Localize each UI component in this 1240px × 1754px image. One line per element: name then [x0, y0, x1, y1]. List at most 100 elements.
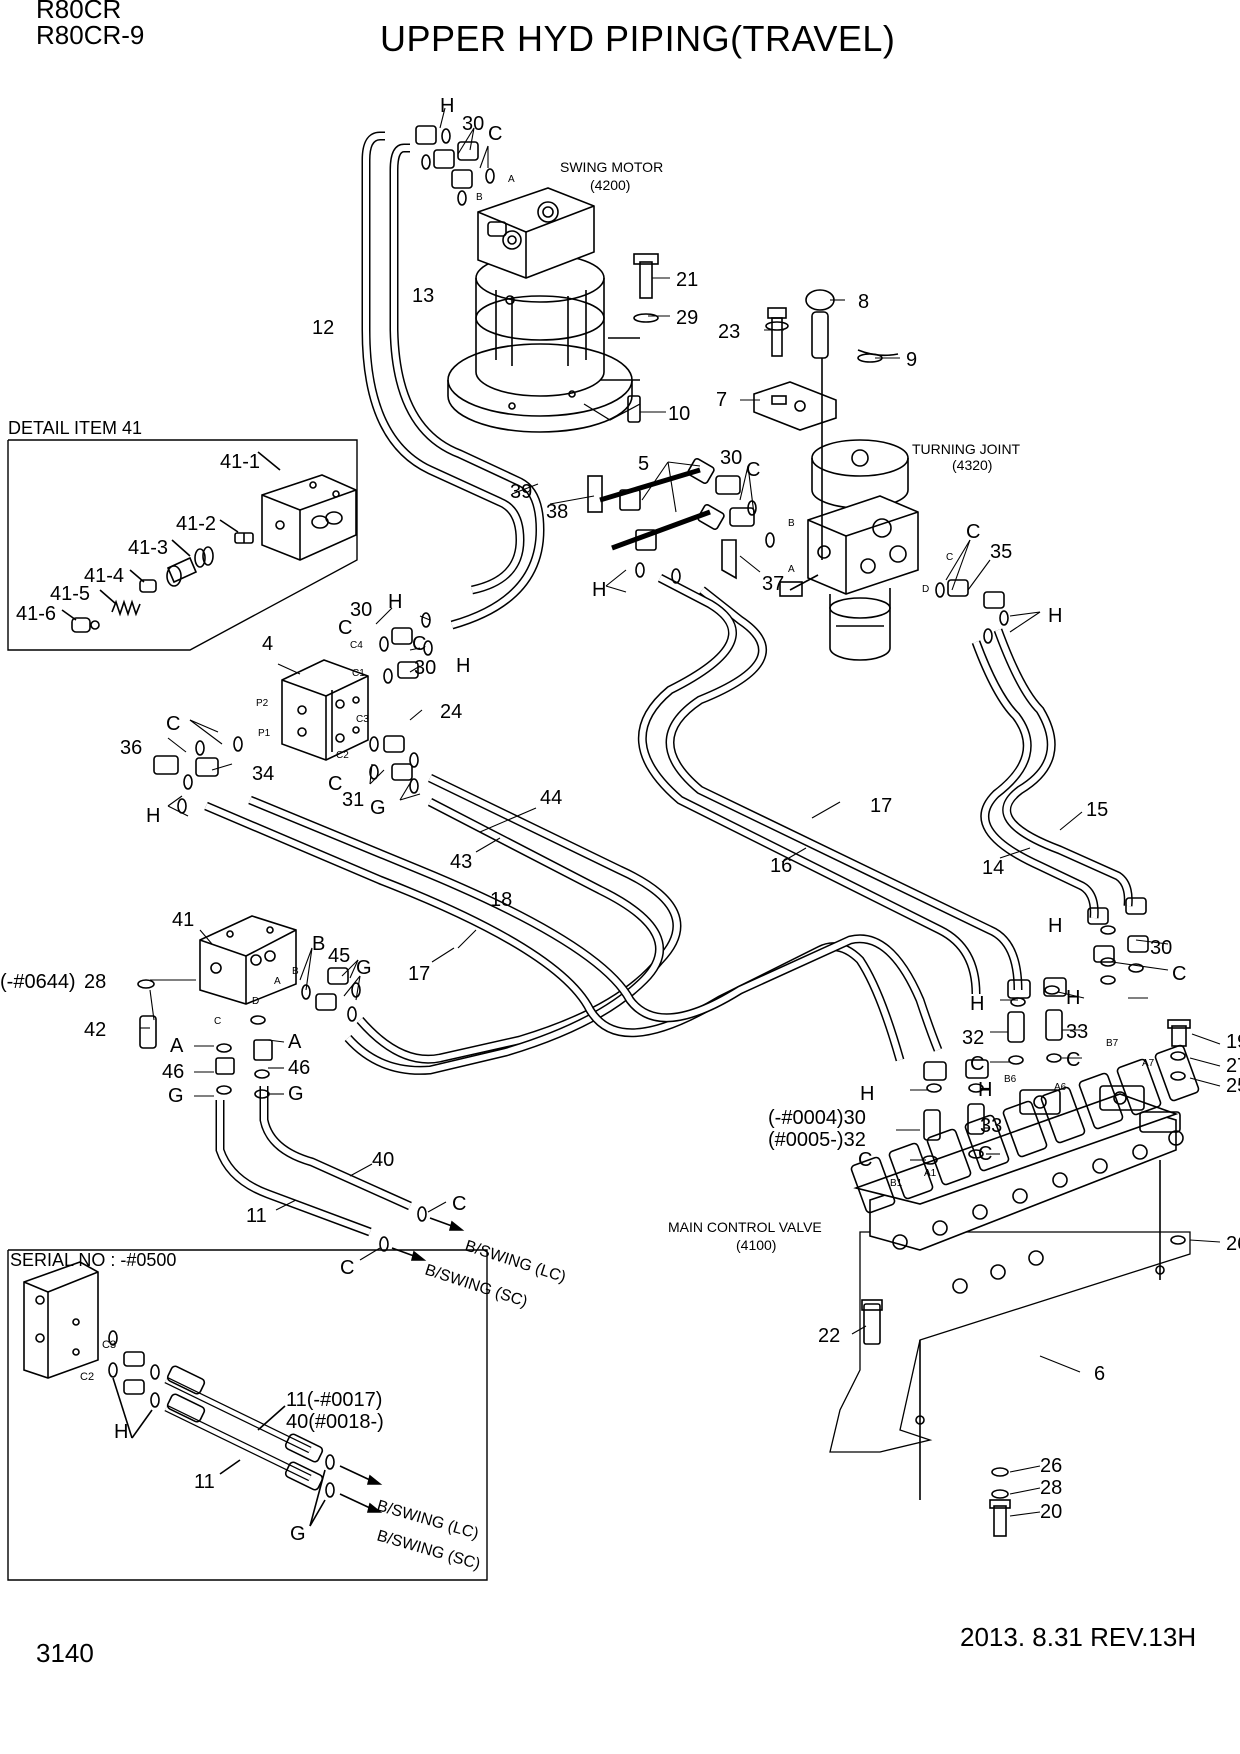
callout-42: 42: [84, 1019, 106, 1041]
callout-37: 37: [762, 573, 784, 595]
callout-33-lower: 33: [980, 1115, 1002, 1137]
hose-14-15: [971, 628, 1133, 919]
detail-callout-41-3: 41-3: [128, 537, 168, 559]
callout-30-block4: 30: [350, 599, 372, 621]
callout-11: 11: [246, 1205, 267, 1227]
callout-38: 38: [546, 501, 568, 523]
port-code-a7: A7: [1142, 1058, 1155, 1069]
turning-joint-label: TURNING JOINT: [912, 441, 1021, 457]
port-code-c2: C2: [336, 750, 349, 761]
main-control-valve: [829, 1044, 1200, 1500]
serial-callout-11: 11(-#0017): [286, 1389, 382, 1411]
port-a-right: A: [288, 1031, 302, 1053]
hose-11-40: [215, 1086, 412, 1237]
serial-port-g: G: [290, 1523, 306, 1545]
port-h-joint: H: [1048, 605, 1062, 627]
valve-block-4: [281, 659, 369, 761]
callout-32-serial: (#0005-)32: [768, 1129, 866, 1151]
bracket-and-pin: [627, 253, 899, 560]
port-h-mcv2: H: [1066, 987, 1080, 1009]
port-code-b7: B7: [1106, 1038, 1119, 1049]
callout-5: 5: [638, 453, 649, 475]
port-c-top: C: [488, 123, 502, 145]
callout-32: 32: [962, 1027, 984, 1049]
callout-36: 36: [120, 737, 142, 759]
swing-motor-label: SWING MOTOR: [560, 159, 663, 175]
detail-spring-41-5: [111, 599, 141, 617]
port-c-hose40: C: [452, 1193, 466, 1215]
port-a-joint: A: [788, 564, 795, 575]
port-c-mcv2: C: [1066, 1049, 1080, 1071]
detail-item-41-box: [7, 439, 358, 651]
port-c-mcv4: C: [978, 1143, 992, 1165]
port-g-left: G: [168, 1085, 184, 1107]
callout-46-right: 46: [288, 1057, 310, 1079]
callout-45: 45: [328, 945, 350, 967]
port-h-mcv4: H: [978, 1079, 992, 1101]
callout-9: 9: [906, 349, 917, 371]
callout-22: 22: [818, 1325, 840, 1347]
detail-callout-41-6: 41-6: [16, 603, 56, 625]
callout-30-block4b: 30: [414, 657, 436, 679]
callout-33-upper: 33: [1066, 1021, 1088, 1043]
port-c-right: C: [1172, 963, 1186, 985]
port-h-block4b: H: [456, 655, 470, 677]
port-a-41-small: A: [274, 976, 281, 987]
detail-item-41-title: DETAIL ITEM 41: [8, 418, 142, 438]
port-h-right: H: [1048, 915, 1062, 937]
swing-motor: [447, 187, 641, 433]
callout-34: 34: [252, 763, 274, 785]
detail-callout-41-5: 41-5: [50, 583, 90, 605]
callout-13: 13: [412, 285, 434, 307]
callout-4: 4: [262, 633, 273, 655]
callout-28-lower: 28: [1040, 1477, 1062, 1499]
callout-12: 12: [312, 317, 334, 339]
model-number: R80CR: [36, 0, 122, 24]
port-code-b6: B6: [1004, 1074, 1017, 1085]
callout-19: 19: [1226, 1031, 1240, 1053]
callout-28-serial: (-#0644): [0, 971, 76, 993]
port-b-41-small: B: [292, 966, 299, 977]
port-h-mcv3: H: [860, 1083, 874, 1105]
callout-43: 43: [450, 851, 472, 873]
port-code-b1: B1: [890, 1178, 903, 1189]
port-h-mid: H: [592, 579, 606, 601]
port-c-joint: C: [966, 521, 980, 543]
page-number: 3140: [36, 1638, 94, 1668]
callout-18: 18: [490, 889, 512, 911]
turning-joint: [779, 439, 919, 661]
port-b-41: B: [312, 933, 325, 955]
callout-6: 6: [1094, 1363, 1105, 1385]
swing-motor-code: (4200): [590, 177, 630, 193]
port-g-right: G: [288, 1083, 304, 1105]
port-code-c1: C1: [352, 668, 365, 679]
callout-30-mid: 30: [720, 447, 742, 469]
port-code-a1: A1: [924, 1168, 937, 1179]
port-c-41-small: C: [214, 1016, 221, 1027]
callout-31: 31: [342, 789, 364, 811]
turning-joint-code: (4320): [952, 457, 992, 473]
port-c-mcv1: C: [970, 1053, 984, 1075]
detail-callout-41-1: 41-1: [220, 451, 260, 473]
callout-8: 8: [858, 291, 869, 313]
revision-date: 2013. 8.31 REV.13H: [960, 1622, 1197, 1652]
callout-44: 44: [540, 787, 562, 809]
port-h-block4: H: [388, 591, 402, 613]
fittings: [137, 125, 1191, 1537]
leader-lines: [140, 107, 1221, 1517]
detail-callout-41-4: 41-4: [84, 565, 124, 587]
port-c-block4b: C: [412, 633, 426, 655]
detail-part-41-2: [234, 532, 254, 544]
serial-block: [23, 1261, 99, 1379]
callout-21: 21: [676, 269, 698, 291]
hose-13: [389, 143, 545, 630]
port-d-joint: D: [922, 584, 929, 595]
port-h-mcv1: H: [970, 993, 984, 1015]
port-code-c3: C3: [356, 714, 369, 725]
callout-27: 27: [1226, 1055, 1240, 1077]
port-b-motor: B: [476, 192, 483, 203]
callout-14: 14: [982, 857, 1004, 879]
callout-28: 28: [84, 971, 106, 993]
hose-lower-left: [204, 795, 943, 1062]
hose-16-17: [637, 574, 1023, 995]
